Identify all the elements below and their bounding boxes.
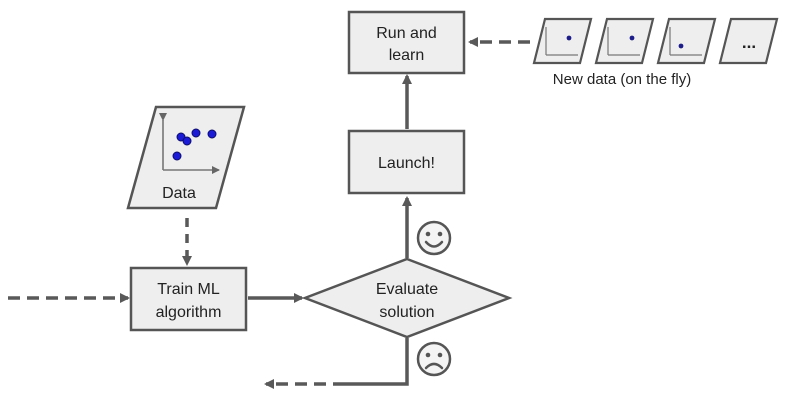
- run-and-learn-box: Run and learn: [347, 10, 466, 75]
- evaluate-bottom-path: [345, 338, 409, 386]
- data-point: [191, 128, 201, 138]
- data-parallelogram: Data: [126, 105, 246, 210]
- data-label: Data: [162, 185, 196, 202]
- train-ml-line2: algorithm: [156, 304, 222, 321]
- launch-label: Launch!: [378, 155, 435, 172]
- new-data-card: [594, 17, 655, 65]
- new-data-point: [678, 43, 684, 49]
- new-data-point: [566, 35, 572, 41]
- launch-box: Launch!: [347, 129, 466, 195]
- new-data-card-more: ...: [718, 17, 779, 65]
- evaluate-diamond: Evaluate solution: [301, 257, 513, 339]
- more-ellipsis: ...: [742, 33, 756, 52]
- scatter-plot-icon: [159, 113, 220, 174]
- connectors: [8, 37, 530, 389]
- data-point: [182, 136, 192, 146]
- train-ml-box: Train ML algorithm: [129, 266, 248, 332]
- evaluate-line1: Evaluate: [376, 281, 438, 298]
- sad-face-icon: [416, 341, 452, 377]
- new-data-caption: New data (on the fly): [553, 71, 691, 88]
- new-data-cards: ... New data (on the fly): [532, 17, 779, 88]
- data-point: [172, 151, 182, 161]
- evaluate-line2: solution: [379, 304, 434, 321]
- train-ml-line1: Train ML: [157, 281, 220, 298]
- new-data-card: [656, 17, 717, 65]
- happy-face-icon: [416, 220, 452, 256]
- run-and-learn-line1: Run and: [376, 25, 437, 42]
- new-data-point: [629, 35, 635, 41]
- data-point: [207, 129, 217, 139]
- new-data-card: [532, 17, 593, 65]
- run-and-learn-line2: learn: [389, 47, 425, 64]
